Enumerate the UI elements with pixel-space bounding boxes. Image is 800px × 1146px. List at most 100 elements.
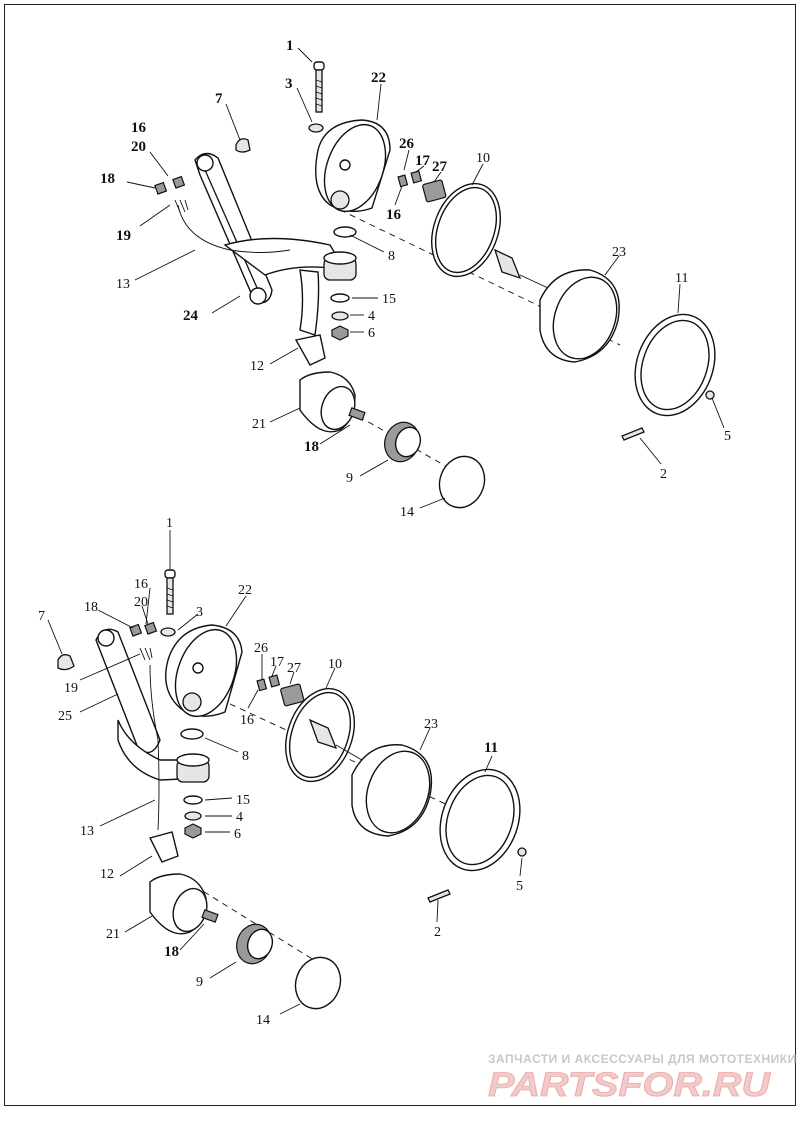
callout-label: 8	[388, 249, 395, 264]
callout-label: 23	[612, 245, 626, 260]
callout-label: 3	[196, 605, 203, 620]
signal-lamp-part	[384, 421, 422, 463]
callout-label: 13	[80, 824, 94, 839]
trim-ring-part	[439, 768, 521, 872]
mounting-arm-part	[194, 152, 347, 336]
lower-assembly	[57, 569, 527, 1010]
callout-label: 20	[134, 595, 148, 610]
callout-label: 12	[100, 867, 114, 882]
connector-part	[201, 909, 219, 923]
callout-label: 13	[116, 277, 130, 292]
callout-label: 25	[58, 709, 72, 724]
callout-label: 26	[399, 136, 415, 152]
callout-label: 4	[368, 309, 375, 324]
connector-part	[422, 179, 447, 203]
callout-label: 15	[236, 793, 250, 808]
washer-part	[183, 795, 203, 805]
watermark: ЗАПЧАСТИ И АКСЕССУАРЫ ДЛЯ МОТОТЕХНИКИ PA…	[488, 1052, 797, 1104]
connector-part	[280, 683, 305, 707]
callout-label: 16	[386, 207, 402, 223]
lens-part	[438, 455, 486, 509]
callout-label: 5	[724, 429, 731, 444]
callout-label: 17	[415, 153, 431, 169]
callout-label: 12	[250, 359, 264, 374]
acorn-nut-part	[235, 138, 251, 153]
turn-signal-housing-part	[149, 873, 208, 935]
grommet-part	[323, 251, 357, 281]
callout-label: 9	[196, 975, 203, 990]
callout-label: 16	[240, 713, 254, 728]
connector-part	[348, 407, 366, 421]
terminal-part	[154, 181, 168, 195]
screw-part	[427, 889, 451, 903]
callout-label: 26	[254, 641, 268, 656]
terminal-part	[172, 175, 186, 189]
lens-part	[294, 956, 342, 1010]
callout-label: 21	[106, 927, 120, 942]
callout-label: 18	[304, 439, 319, 455]
callout-label: 18	[84, 600, 98, 615]
signal-lamp-part	[236, 923, 274, 965]
callout-label: 9	[346, 471, 353, 486]
headlamp-housing-part	[165, 624, 243, 718]
callout-label: 27	[432, 159, 448, 175]
callout-label: 6	[234, 827, 241, 842]
callout-label: 11	[484, 740, 498, 756]
callout-label: 21	[252, 417, 266, 432]
callout-label: 17	[270, 655, 284, 670]
lower-leader-lines	[47, 530, 523, 1015]
turn-signal-housing-part	[299, 371, 356, 433]
acorn-nut-part	[57, 654, 75, 671]
lockwasher-part	[331, 311, 349, 321]
upper-assembly	[154, 61, 716, 509]
callout-label: 7	[38, 609, 45, 624]
nut-part	[331, 325, 349, 341]
watermark-tagline: ЗАПЧАСТИ И АКСЕССУАРЫ ДЛЯ МОТОТЕХНИКИ	[488, 1052, 797, 1066]
bolt-part	[164, 569, 176, 615]
screw-part	[621, 427, 645, 441]
washer-part	[160, 627, 176, 637]
spacer-part	[180, 728, 204, 740]
bracket-part	[294, 334, 326, 366]
nut-part	[517, 847, 527, 857]
upper-leader-lines	[126, 47, 725, 509]
callout-label: 10	[328, 657, 342, 672]
callout-label: 11	[675, 271, 688, 286]
washer-part	[330, 293, 350, 303]
callout-label: 18	[164, 944, 179, 960]
callout-label: 14	[400, 505, 414, 520]
nut-part	[184, 823, 202, 839]
callout-label: 6	[368, 326, 375, 341]
headlamp-bulb-part	[493, 248, 620, 363]
callout-label: 16	[131, 120, 147, 136]
headlamp-bulb-part	[308, 718, 433, 837]
callout-label: 20	[131, 139, 146, 155]
washer-part	[308, 123, 324, 133]
callout-label: 1	[286, 38, 294, 54]
callout-label: 7	[215, 91, 223, 107]
terminal-part	[397, 174, 409, 188]
trim-ring-part	[634, 313, 716, 417]
headlamp-housing-part	[315, 119, 391, 213]
callout-label: 1	[166, 516, 173, 531]
callout-label: 23	[424, 717, 438, 732]
callout-label: 22	[371, 70, 386, 86]
callout-label: 16	[134, 577, 148, 592]
callout-label: 22	[238, 583, 252, 598]
callout-label: 2	[434, 925, 441, 940]
lower-callouts: 1 16 22 20 18 3 7 26 17 27 10 19 16 25 2…	[38, 516, 523, 1028]
callout-label: 3	[285, 76, 293, 92]
terminal-part	[410, 170, 423, 184]
diagram-frame	[4, 4, 796, 1106]
lockwasher-part	[184, 811, 202, 821]
watermark-logo: PARTSFOR.RU	[488, 1066, 772, 1104]
callout-label: 8	[242, 749, 249, 764]
bolt-part	[313, 61, 325, 113]
callout-label: 10	[476, 151, 490, 166]
callout-label: 24	[183, 308, 199, 324]
spacer-part	[333, 226, 357, 238]
callout-label: 18	[100, 171, 115, 187]
grommet-part	[176, 753, 210, 783]
callout-label: 4	[236, 810, 243, 825]
